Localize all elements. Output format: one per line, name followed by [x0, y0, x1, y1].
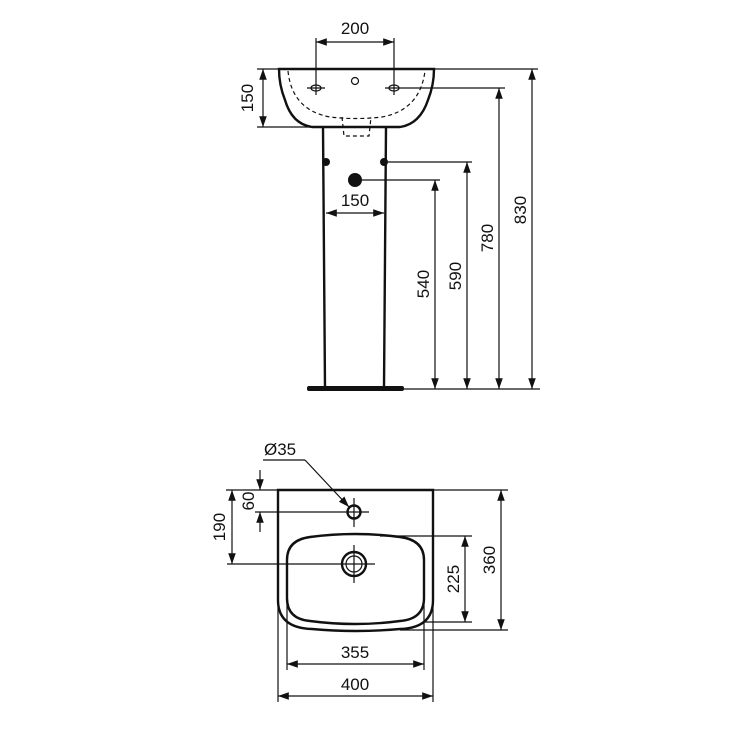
top-view: Ø35 60 190 225 360 355 400 — [210, 440, 508, 702]
pedestal-outline — [321, 126, 388, 389]
dim-drain-offset: 190 — [210, 513, 229, 541]
basin-top-outline — [276, 488, 435, 633]
dim-tap-hole-diameter: Ø35 — [264, 440, 296, 459]
dim-waste-height: 540 — [414, 270, 433, 298]
waste-hidden-line — [341, 116, 372, 137]
dim-overall-depth: 360 — [480, 546, 499, 574]
dim-fixing-spacing: 150 — [341, 191, 369, 210]
fixing-point-right — [380, 158, 388, 166]
side-view: 200 150 150 540 590 780 830 — [238, 19, 540, 391]
dim-bowl-depth: 225 — [444, 565, 463, 593]
overflow-hole — [350, 76, 360, 86]
dim-basin-height: 150 — [238, 84, 257, 112]
dim-overall-width: 400 — [341, 675, 369, 694]
fixing-point-left — [322, 158, 330, 166]
basin-outline — [277, 67, 436, 129]
dim-bowl-width: 355 — [341, 643, 369, 662]
dim-tap-hole-offset: 60 — [239, 492, 258, 511]
drain — [227, 545, 375, 583]
dim-tap-spacing: 200 — [341, 19, 369, 38]
bowl-hidden-line — [287, 70, 426, 120]
dim-tap-height: 780 — [478, 224, 497, 252]
pedestal-base — [307, 386, 404, 391]
tap-hole — [340, 498, 369, 527]
bowl-outline — [285, 532, 426, 626]
dim-overall-height: 830 — [511, 196, 530, 224]
waste-outlet — [348, 173, 362, 187]
dim-fixing-height: 590 — [446, 262, 465, 290]
